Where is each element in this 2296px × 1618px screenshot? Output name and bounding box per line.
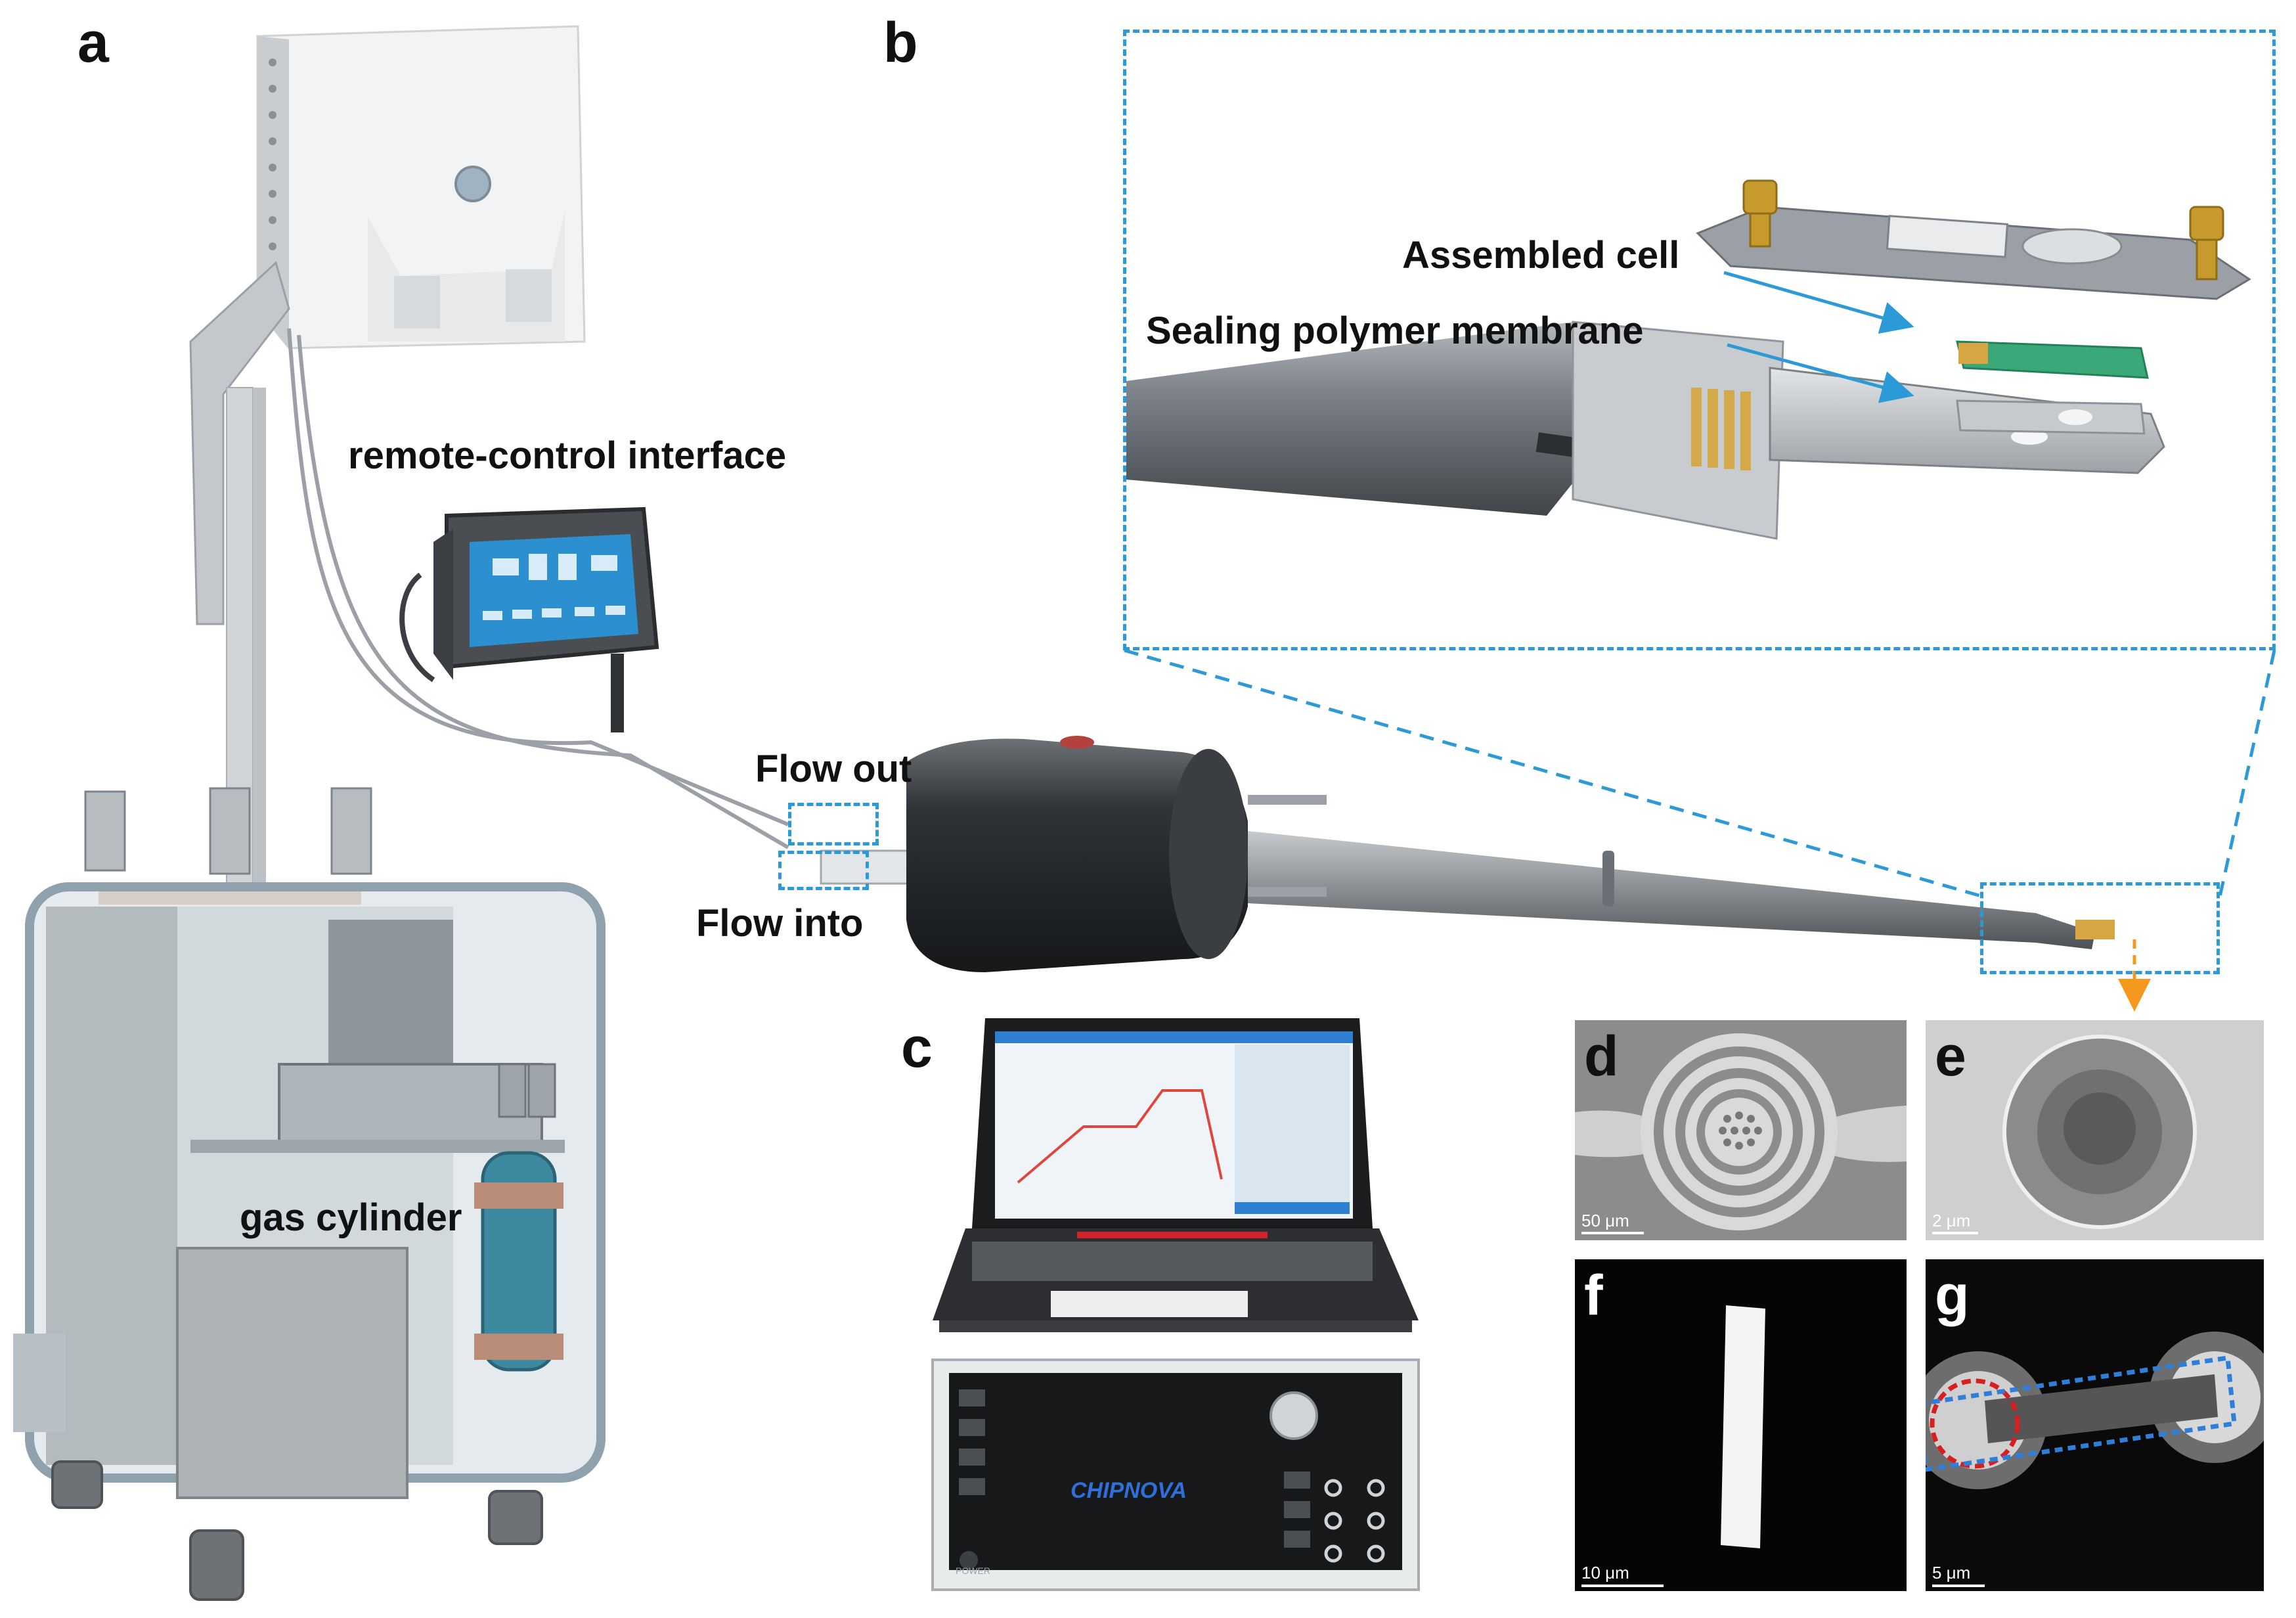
panel-letter-b: b — [883, 11, 918, 74]
flow-out-port-box — [788, 803, 879, 845]
window-aperture-image — [2002, 1035, 2197, 1229]
mounted-controller-box — [256, 25, 586, 349]
scale-label-g: 5 μm — [1932, 1563, 1971, 1583]
micrograph-f: f 10 μm — [1575, 1259, 1907, 1591]
nanowire-image — [1721, 1305, 1765, 1548]
scale-bar-d — [1581, 1232, 1644, 1234]
remote-control-tablet — [399, 506, 659, 732]
micrograph-g: g 5 μm — [1926, 1259, 2264, 1591]
chipnova-logo-text: CHIPNOVA — [1071, 1478, 1187, 1503]
label-remote-control-interface: remote-control interface — [348, 434, 787, 477]
control-box-illustration — [931, 1359, 1420, 1591]
panel-letter-d: d — [1584, 1025, 1619, 1088]
label-flow-out: Flow out — [755, 748, 912, 790]
label-assembled-cell: Assembled cell — [1402, 234, 1680, 277]
micrograph-e: e 2 μm — [1926, 1020, 2264, 1240]
scale-label-f: 10 μm — [1581, 1563, 1629, 1583]
holder-tip-box — [1980, 882, 2220, 974]
micrograph-d: d 50 μm — [1575, 1020, 1907, 1240]
assembled-cell-plate — [1696, 179, 2251, 300]
inset-dashed-frame — [1123, 30, 2276, 650]
laptop-illustration — [933, 1018, 1419, 1332]
tem-holder-illustration — [820, 736, 2115, 972]
panel-letter-e: e — [1935, 1025, 1966, 1088]
flow-into-port-box — [778, 851, 869, 890]
panel-letter-f: f — [1584, 1264, 1603, 1327]
label-flow-into: Flow into — [696, 902, 864, 945]
scale-bar-f — [1581, 1584, 1664, 1587]
power-label: POWER — [956, 1565, 990, 1576]
label-sealing-polymer-membrane: Sealing polymer membrane — [1146, 309, 1644, 352]
panel-letter-c: c — [901, 1016, 933, 1079]
panel-letter-a: a — [77, 11, 109, 74]
chip-and-membrane — [1956, 340, 2149, 435]
scale-label-e: 2 μm — [1932, 1211, 1971, 1230]
electrode-spiral-image — [1575, 1033, 1907, 1230]
scale-bar-g — [1932, 1584, 1985, 1587]
scale-label-d: 50 μm — [1581, 1211, 1629, 1230]
panel-letter-g: g — [1935, 1264, 1970, 1327]
scale-bar-e — [1932, 1232, 1978, 1234]
contacted-nanowire-image — [1926, 1332, 2264, 1489]
gas-cylinder-cart-illustration — [13, 25, 789, 1601]
label-gas-cylinder: gas cylinder — [240, 1196, 462, 1239]
